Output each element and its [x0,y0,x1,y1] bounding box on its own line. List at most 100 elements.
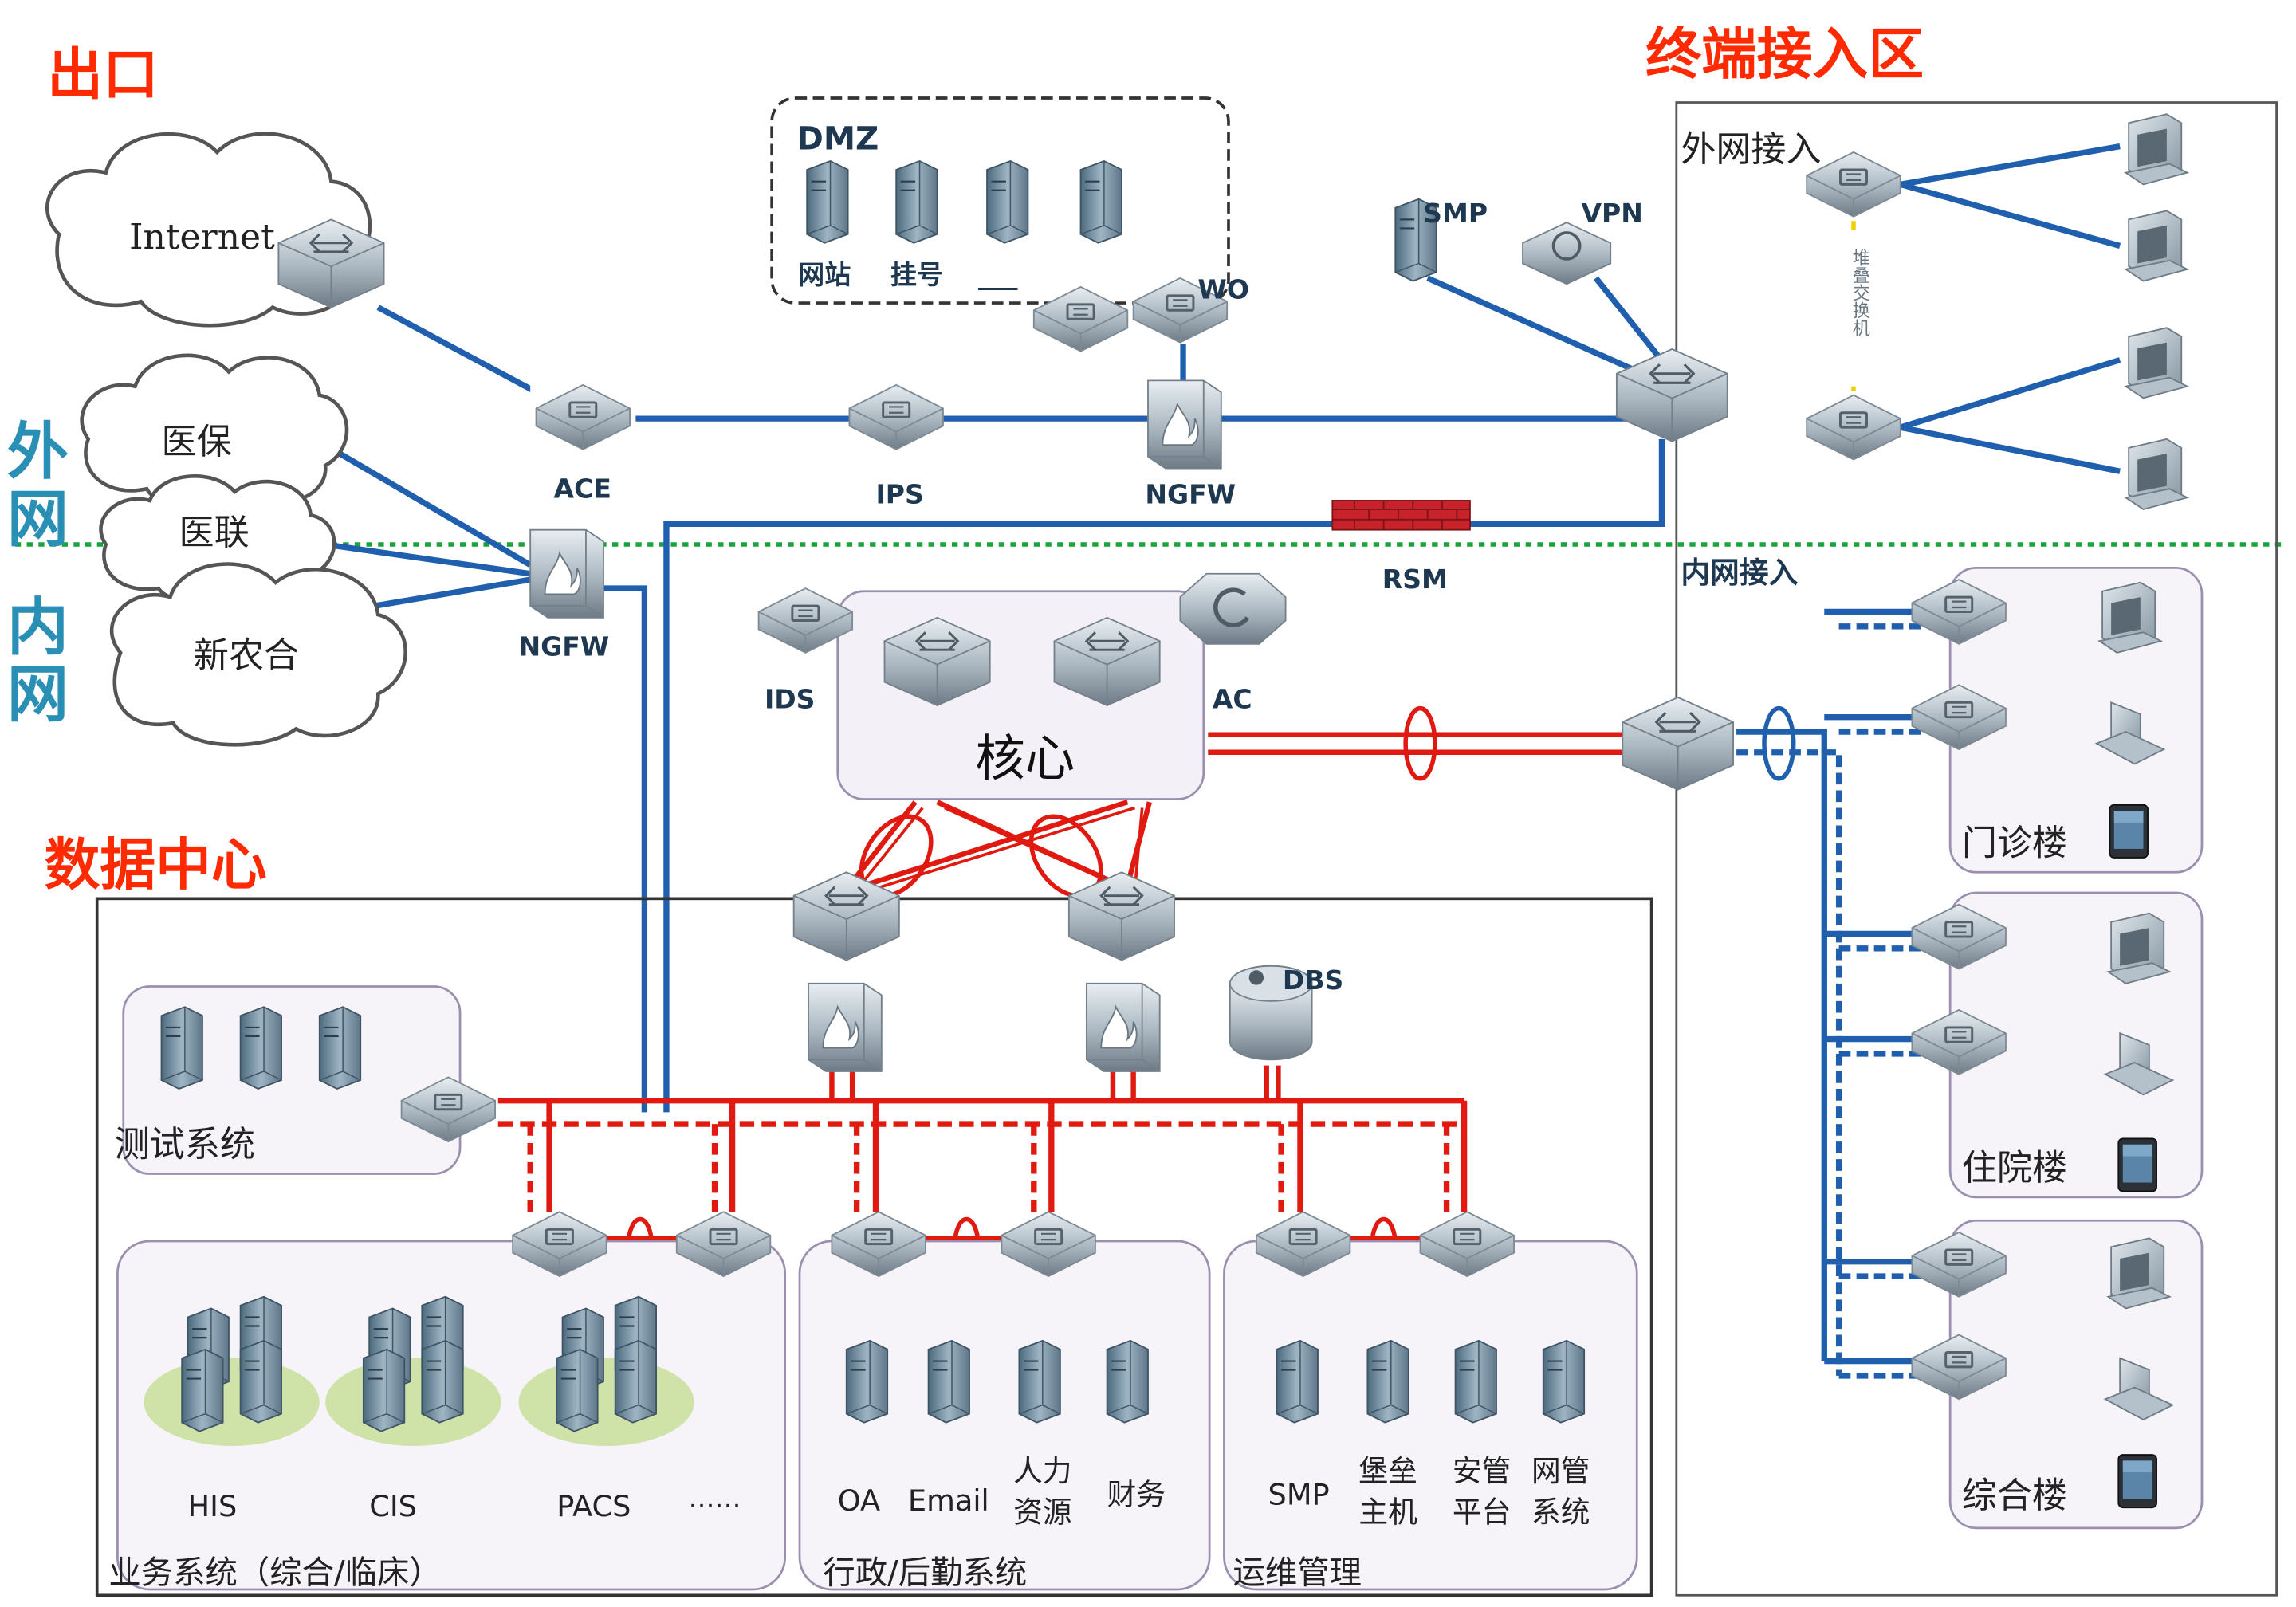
yilian-cloud: 医联 [99,474,336,606]
wo-label: WO [1197,274,1249,305]
admin-title: 行政/后勤系统 [823,1554,1027,1592]
outer-access-label: 外网接入 [1681,129,1821,170]
bastion-server-icon [1366,1339,1409,1424]
dmz-server-icon [806,159,849,244]
inner-core-switch-icon [1621,696,1735,792]
oa-server-icon [845,1339,889,1424]
ngfw-top-firewall-icon [1147,379,1222,470]
smp-top-label: SMP [1423,198,1488,229]
app-more: …… [688,1483,741,1514]
dmz-server-label-1: 网站 [798,259,851,290]
app-oa: OA [838,1483,880,1518]
finance-server-icon [1106,1339,1150,1424]
outer-network-label: 外网 [0,418,69,553]
app-his: HIS [188,1489,238,1523]
nms-server-icon [1542,1339,1586,1424]
pacs-cluster-highlight [518,1358,694,1447]
outer-access-switch-icon [1805,394,1902,461]
app-finance: 财务 [1107,1477,1166,1511]
outer-access-label-bg [1681,111,1827,185]
datacenter-section-label: 数据中心 [45,833,267,898]
dbs-device-icon [1229,965,1313,1061]
app-email: Email [908,1483,989,1518]
rsm-firewall-icon [1331,500,1471,531]
pc-icon [2125,327,2188,399]
test-server-icon [239,1006,283,1090]
dmz-frame [770,96,1230,305]
tablet-icon [2109,804,2149,859]
terminal-area-frame [1675,101,2278,1597]
tablet-icon [2117,1137,2157,1192]
ace-label: ACE [554,473,611,504]
ids-label: IDS [765,684,816,715]
ngfw-top-label: NGFW [1145,479,1236,510]
app-pacs: PACS [556,1489,631,1523]
exit-section-label: 出口 [47,43,159,108]
smp-server-icon [1276,1339,1319,1424]
app-nms: 网管系统 [1531,1454,1590,1529]
dmz-server-icon [985,159,1029,244]
ac-label: AC [1213,684,1252,715]
internet-label: Internet [129,217,275,257]
building-label-1: 门诊楼 [1962,823,2067,863]
ac-controller-icon [1179,572,1287,645]
app-cis: CIS [369,1489,417,1523]
dmz-server-label-3: ___ [978,259,1018,290]
app-hr: 人力资源 [1013,1454,1071,1529]
ips-switch-icon [847,383,945,451]
aggregation-switch-icon [1067,870,1176,961]
business-title: 业务系统（综合/临床） [108,1554,441,1592]
xinnonghe-cloud: 新农合 [109,562,407,747]
dmz-title: DMZ [796,120,879,157]
inner-access-label: 内网接入 [1681,556,1798,590]
pc-icon [2098,581,2162,654]
security-platform-server-icon [1454,1339,1498,1424]
section-labels: 出口 终端接入区 数据中心 外网 内网 [0,22,1924,898]
test-system-frame [122,985,462,1175]
ngfw-left-label: NGFW [518,631,609,662]
tablet-icon [2117,1454,2157,1509]
dmz-server-label-2: 挂号 [890,259,943,290]
pc-icon [2107,912,2171,984]
test-server-icon [160,1006,204,1090]
his-cluster-highlight [144,1358,320,1447]
pc-icon [2125,210,2188,282]
pc-icon [2107,1237,2171,1310]
ngfw-left-firewall-icon [529,528,604,619]
rsm-label: RSM [1382,564,1448,595]
vpn-label: VPN [1581,198,1642,229]
yilian-label: 医联 [179,513,250,553]
inner-network-label: 内网 [0,594,69,729]
yibao-label: 医保 [161,422,231,462]
aggregation-firewall-icon [808,982,883,1072]
email-server-icon [927,1339,971,1424]
test-system-label: 测试系统 [115,1124,255,1165]
test-server-icon [318,1006,362,1090]
core-label: 核心 [975,729,1075,788]
cis-cluster-highlight [325,1358,501,1447]
aggregation-firewall-icon [1085,982,1161,1072]
devices-layer: ACE IPS NGFW DMZ 网站 挂号 ___ WO SMP VPN [108,111,2188,1592]
outer-core-switch-icon [1615,348,1729,443]
vpn-device-icon [1522,222,1612,285]
building-label-2: 住院楼 [1962,1148,2067,1189]
pc-icon [2125,438,2188,510]
dmz-server-icon [895,159,938,244]
app-smp: SMP [1268,1477,1330,1511]
stack-note: 堆叠交换机 [1850,249,1870,337]
app-security-platform: 安管平台 [1453,1454,1511,1529]
ips-label: IPS [875,479,923,510]
app-bastion: 堡垒主机 [1358,1454,1417,1529]
dmz-switch-icon [1032,285,1129,353]
stack-note-bg [1821,234,1898,387]
pc-icon [2125,113,2188,186]
dmz-server-icon [1079,159,1123,244]
ops-title: 运维管理 [1233,1554,1362,1592]
building-label-3: 综合楼 [1962,1475,2067,1516]
hr-server-icon [1018,1339,1061,1424]
dbs-label: DBS [1283,965,1343,996]
clouds-layer: Internet 医保 医联 新农合 [45,132,407,747]
xinnonghe-label: 新农合 [194,635,299,676]
terminal-section-label: 终端接入区 [1645,22,1924,87]
